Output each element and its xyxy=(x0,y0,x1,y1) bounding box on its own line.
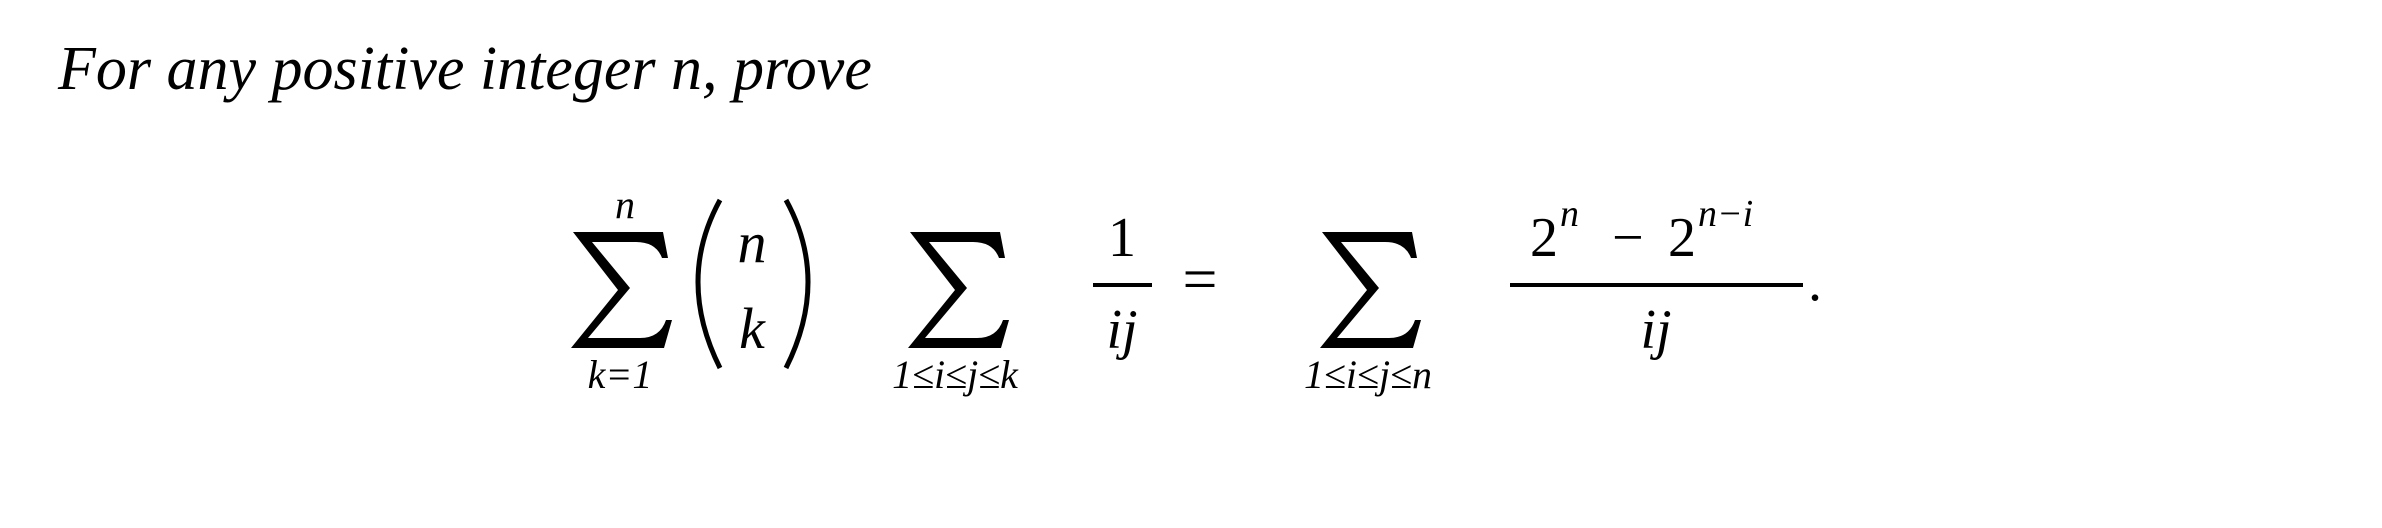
trailing-period: . xyxy=(1808,251,1822,313)
right-paren xyxy=(783,198,811,370)
statement-variable: n xyxy=(670,35,702,103)
binom-bottom: k xyxy=(739,296,766,361)
inner-summation: 1≤i≤j≤k xyxy=(892,232,1019,397)
sigma-symbol xyxy=(571,232,672,348)
rhs-fraction-denominator: ij xyxy=(1640,299,1671,361)
binomial-coefficient: n k xyxy=(695,198,811,370)
rhs-numerator-base-2: 2 xyxy=(1668,207,1696,269)
rhs-summation: 1≤i≤j≤n xyxy=(1304,232,1432,397)
lhs-fraction-denominator: ij xyxy=(1106,299,1137,361)
statement-lead: For any positive integer xyxy=(58,35,671,103)
rhs-numerator-base-1: 2 xyxy=(1530,207,1558,269)
rhs-numerator-exponent-1: n xyxy=(1560,193,1579,235)
outer-sum-lower-limit: k=1 xyxy=(588,352,653,397)
left-paren xyxy=(695,198,723,370)
sigma-symbol xyxy=(908,232,1009,348)
outer-sum-upper-limit: n xyxy=(615,182,635,227)
rhs-fraction: 2 n − 2 n−i ij xyxy=(1510,193,1803,361)
inner-sum-lower-limit: 1≤i≤j≤k xyxy=(892,352,1019,397)
rhs-sum-lower-limit: 1≤i≤j≤n xyxy=(1304,352,1432,397)
lhs-fraction: 1 ij xyxy=(1093,207,1152,361)
statement-tail: , prove xyxy=(701,35,872,103)
rhs-numerator-exponent-2: n−i xyxy=(1698,193,1753,235)
sigma-symbol xyxy=(1320,232,1421,348)
rhs-numerator-minus: − xyxy=(1612,207,1644,269)
lhs-fraction-numerator: 1 xyxy=(1108,207,1136,269)
equals-sign: = xyxy=(1183,246,1218,314)
outer-summation: n k=1 xyxy=(571,182,672,397)
binom-top: n xyxy=(738,210,767,275)
problem-statement: For any positive integer n, prove xyxy=(58,38,872,100)
